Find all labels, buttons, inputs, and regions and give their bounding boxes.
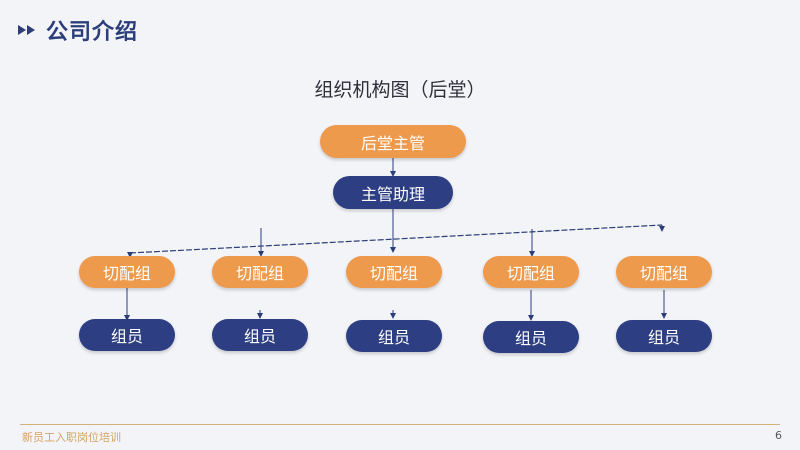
node-member-3: 组员 <box>346 320 442 352</box>
node-member-4: 组员 <box>483 321 579 353</box>
node-assistant: 主管助理 <box>333 176 453 209</box>
node-group-lead-4: 切配组 <box>483 256 579 288</box>
connector-bus <box>129 224 663 254</box>
node-group-lead-1: 切配组 <box>79 256 175 288</box>
slide-header: 公司介绍 <box>18 14 138 46</box>
node-head-chef: 后堂主管 <box>320 125 466 158</box>
node-member-2: 组员 <box>212 319 308 351</box>
slide-title: 公司介绍 <box>46 20 139 45</box>
footer-text: 新员工入职岗位培训 <box>22 431 121 444</box>
footer-divider <box>20 424 780 425</box>
double-triangle-icon <box>18 25 36 35</box>
diagram-title: 组织机构图（后堂） <box>314 79 486 101</box>
page-number: 6 <box>775 429 782 442</box>
node-group-lead-2: 切配组 <box>212 256 308 288</box>
node-member-5: 组员 <box>616 320 712 352</box>
node-group-lead-3: 切配组 <box>346 256 442 288</box>
node-group-lead-5: 切配组 <box>616 256 712 288</box>
node-member-1: 组员 <box>79 319 175 351</box>
